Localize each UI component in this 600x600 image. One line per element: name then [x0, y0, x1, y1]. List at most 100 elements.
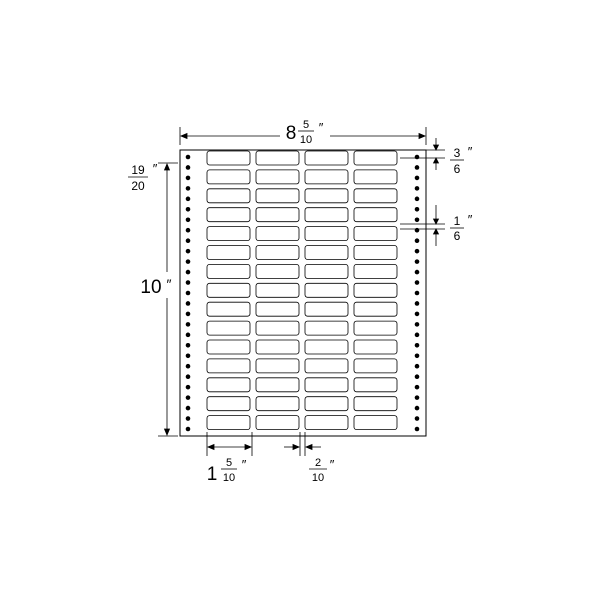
label-cell [304, 169, 349, 185]
row-pitch-num: 3 [454, 146, 461, 160]
row-gap-dimension [400, 205, 445, 246]
label-cell [353, 301, 398, 317]
feed-hole [414, 154, 420, 160]
feed-hole [185, 238, 191, 243]
label-cell [353, 377, 398, 393]
feed-hole [414, 405, 420, 411]
label-cell [255, 150, 300, 166]
row-pitch-mark: ″ [468, 144, 473, 159]
right-feed-holes [414, 154, 420, 432]
label-cell [353, 415, 398, 431]
feed-hole [414, 165, 420, 170]
label-cell [206, 358, 251, 374]
feed-hole [414, 343, 420, 348]
label-cell [206, 301, 251, 317]
label-cell [255, 415, 300, 431]
label-cell [206, 415, 251, 431]
label-cell [353, 339, 398, 355]
feed-hole [185, 343, 191, 348]
feed-hole [414, 280, 420, 285]
label-cell [304, 282, 349, 298]
feed-hole [185, 248, 191, 254]
feed-hole [185, 426, 191, 432]
top-margin-num: 19 [131, 163, 145, 177]
label-cell [255, 301, 300, 317]
width-dimension [179, 127, 427, 145]
label-cell [304, 320, 349, 336]
label-cell [353, 188, 398, 204]
feed-hole [414, 416, 420, 421]
label-width-mark: ″ [242, 457, 247, 472]
feed-hole [185, 353, 191, 359]
label-cell [304, 415, 349, 431]
label-cell [353, 320, 398, 336]
feed-hole [185, 395, 191, 400]
feed-hole [414, 259, 420, 264]
feed-hole [414, 186, 420, 191]
feed-hole [414, 196, 420, 202]
sheet-outline [179, 149, 427, 437]
feed-hole [414, 238, 420, 243]
label-cell [304, 245, 349, 260]
label-cell [255, 245, 300, 260]
label-cell [304, 377, 349, 393]
row-pitch-den: 6 [454, 162, 461, 176]
feed-hole [414, 395, 420, 400]
feed-hole [185, 363, 191, 369]
feed-hole [185, 217, 191, 223]
label-cell [255, 396, 300, 412]
label-cell [206, 282, 251, 298]
feed-hole [414, 301, 420, 306]
label-grid [206, 150, 398, 431]
feed-hole [185, 269, 191, 275]
label-cell [206, 339, 251, 355]
feed-hole [185, 311, 191, 317]
label-cell [255, 282, 300, 298]
width-num: 5 [303, 119, 309, 131]
width-mark: ″ [319, 120, 324, 135]
height-mark: ″ [167, 276, 172, 292]
feed-hole [185, 207, 191, 212]
row-gap-mark: ″ [468, 212, 473, 227]
left-feed-holes [185, 154, 191, 432]
feed-hole [185, 175, 191, 181]
top-margin-mark: ″ [153, 161, 158, 176]
label-cell [206, 396, 251, 412]
feed-hole [414, 322, 420, 327]
label-cell [304, 339, 349, 355]
height-dimension [158, 162, 178, 437]
column-gap-num: 2 [315, 457, 321, 469]
label-cell [206, 263, 251, 279]
feed-hole [185, 374, 191, 379]
column-gap-dimension [284, 432, 321, 456]
feed-hole [185, 196, 191, 202]
feed-hole [185, 165, 191, 170]
label-cell [304, 358, 349, 374]
label-cell [255, 377, 300, 393]
label-cell [206, 188, 251, 204]
feed-hole [185, 301, 191, 306]
label-cell [353, 150, 398, 166]
label-cell [353, 396, 398, 412]
feed-hole [414, 217, 420, 223]
label-cell [255, 263, 300, 279]
feed-hole [185, 280, 191, 285]
feed-hole [414, 363, 420, 369]
feed-hole [414, 332, 420, 338]
label-cell [206, 207, 251, 223]
label-cell [304, 301, 349, 317]
label-cell [353, 263, 398, 279]
feed-hole [414, 269, 420, 275]
label-cell [206, 245, 251, 260]
label-width-whole: 1 [207, 464, 218, 485]
label-cell [255, 339, 300, 355]
label-cell [353, 226, 398, 242]
label-cell [255, 358, 300, 374]
label-cell [304, 263, 349, 279]
width-den: 10 [300, 134, 312, 146]
label-cell [304, 207, 349, 223]
label-cell [353, 169, 398, 185]
label-width-dimension [206, 432, 253, 456]
feed-hole [414, 207, 420, 212]
